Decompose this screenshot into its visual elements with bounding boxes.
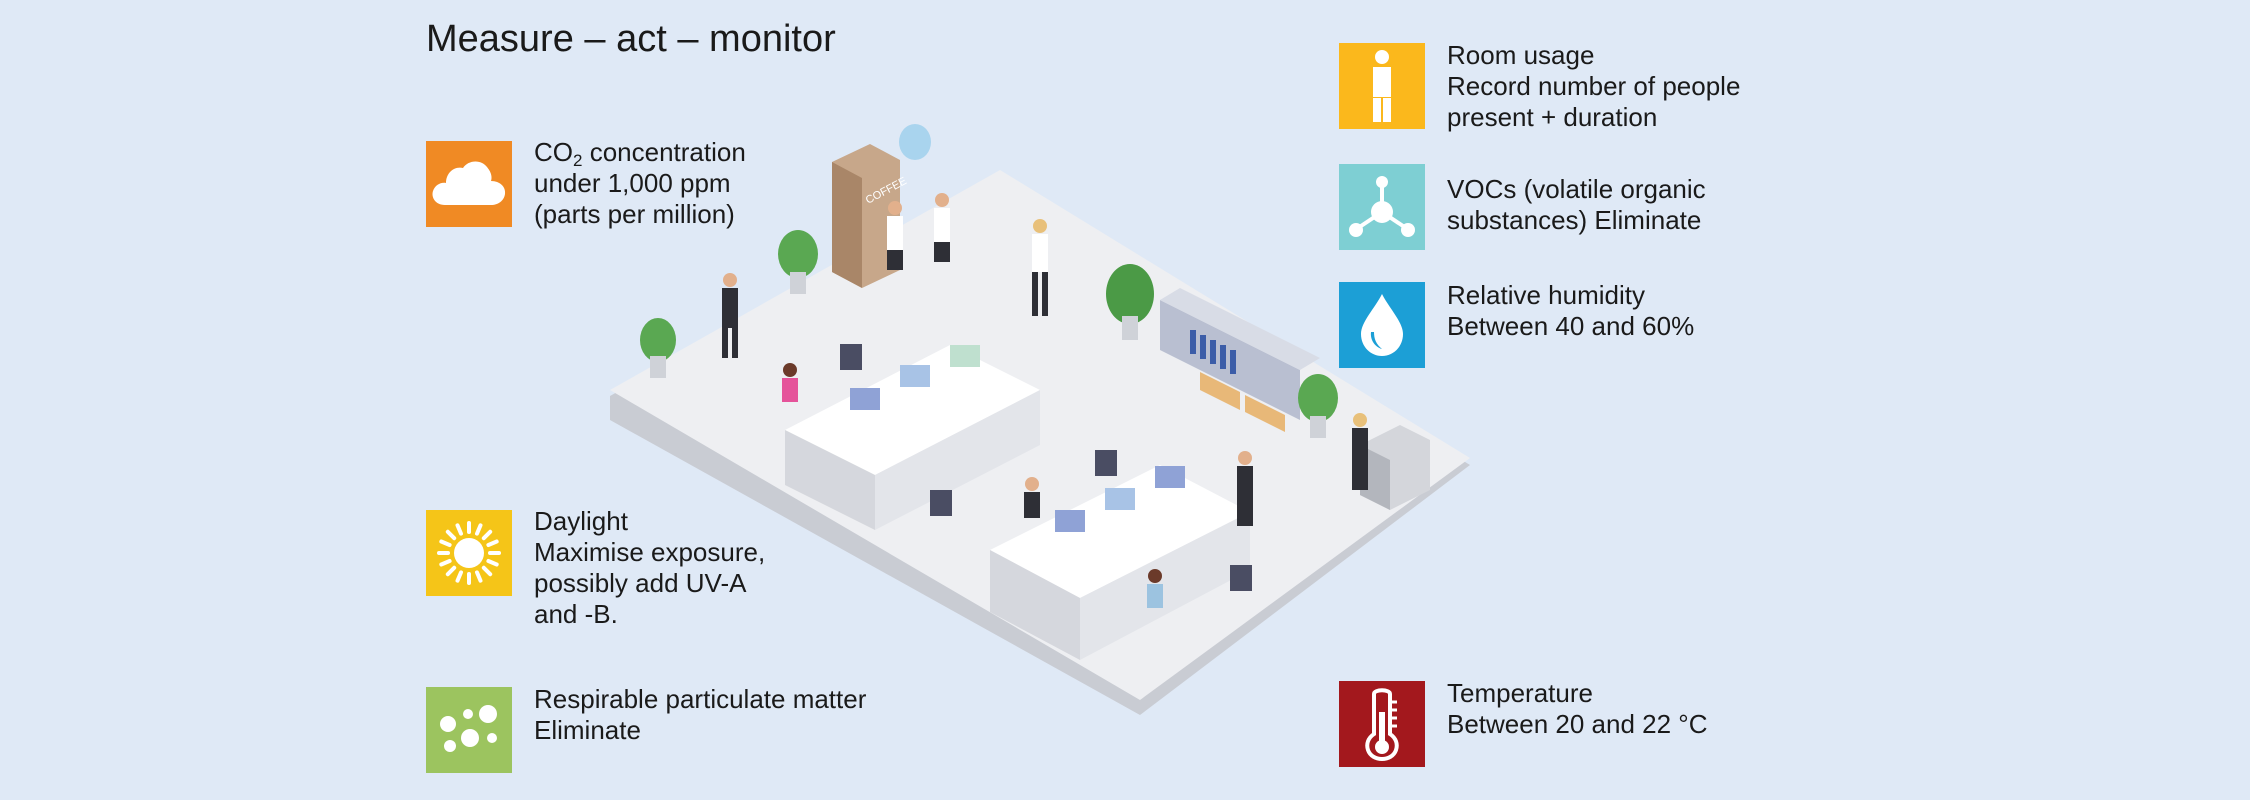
person-figure <box>1352 413 1368 490</box>
room-usage-line-2: Record number of people <box>1447 71 1741 101</box>
plant <box>1106 264 1154 340</box>
person-figure <box>722 273 738 358</box>
person-figure <box>1024 477 1040 518</box>
sun-icon <box>437 521 501 585</box>
co2-name: CO2 concentration <box>534 137 746 170</box>
room-usage-line-3: present + duration <box>1447 102 1658 132</box>
co2-line-1: under 1,000 ppm <box>534 168 731 198</box>
co2-line-2: (parts per million) <box>534 199 735 229</box>
humidity-line-1: Relative humidity <box>1447 280 1645 310</box>
plant <box>640 318 676 378</box>
room-usage-line-1: Room usage <box>1447 40 1595 70</box>
chair <box>840 344 1252 591</box>
particulate-label: Respirable particulate matter Eliminate <box>534 684 866 746</box>
vocs-icon-box <box>1339 164 1425 250</box>
person-figure <box>934 193 950 262</box>
humidity-icon-box <box>1339 282 1425 368</box>
humidity-label: Relative humidity Between 40 and 60% <box>1447 280 1694 342</box>
desk-cluster-1 <box>785 345 1040 530</box>
molecule-icon <box>1349 176 1415 237</box>
water-drop-icon <box>1361 294 1403 356</box>
co2-label: CO2 concentration under 1,000 ppm (parts… <box>534 137 746 230</box>
person-figure <box>887 201 903 270</box>
person-icon <box>1373 50 1391 122</box>
room-usage-label: Room usage Record number of people prese… <box>1447 40 1740 133</box>
thermometer-icon <box>1365 688 1399 762</box>
office-illustration: COFFEE <box>610 124 1470 715</box>
particulate-line-1: Respirable particulate matter <box>534 684 867 714</box>
particles-icon <box>440 705 497 752</box>
vocs-label: VOCs (volatile organic substances) Elimi… <box>1447 174 1706 236</box>
daylight-line-4: and -B. <box>534 599 618 629</box>
temperature-line-1: Temperature <box>1447 678 1593 708</box>
plant <box>1298 374 1338 438</box>
daylight-label: Daylight Maximise exposure, possibly add… <box>534 506 765 630</box>
desk-cluster-2 <box>990 465 1250 660</box>
daylight-line-1: Daylight <box>534 506 628 536</box>
coffee-machine: COFFEE <box>832 124 931 288</box>
particulate-icon-box <box>426 687 512 773</box>
co2-icon-box <box>426 141 512 227</box>
cloud-icon <box>432 161 506 205</box>
vocs-line-1: VOCs (volatile organic <box>1447 174 1706 204</box>
plant <box>778 230 818 294</box>
person-figure <box>1032 219 1048 316</box>
humidity-line-2: Between 40 and 60% <box>1447 311 1695 341</box>
daylight-icon-box <box>426 510 512 596</box>
person-figure <box>1237 451 1253 526</box>
temperature-label: Temperature Between 20 and 22 °C <box>1447 678 1707 740</box>
temperature-line-2: Between 20 and 22 °C <box>1447 709 1708 739</box>
person-figure <box>782 363 798 402</box>
cabinet <box>1160 288 1320 432</box>
particulate-line-2: Eliminate <box>534 715 641 745</box>
person-figure <box>1147 569 1163 608</box>
daylight-line-2: Maximise exposure, <box>534 537 766 567</box>
daylight-line-3: possibly add UV-A <box>534 568 747 598</box>
diagram-title: Measure – act – monitor <box>426 18 836 60</box>
room-usage-icon-box <box>1339 43 1425 129</box>
temperature-icon-box <box>1339 681 1425 767</box>
vocs-line-2: substances) Eliminate <box>1447 205 1702 235</box>
